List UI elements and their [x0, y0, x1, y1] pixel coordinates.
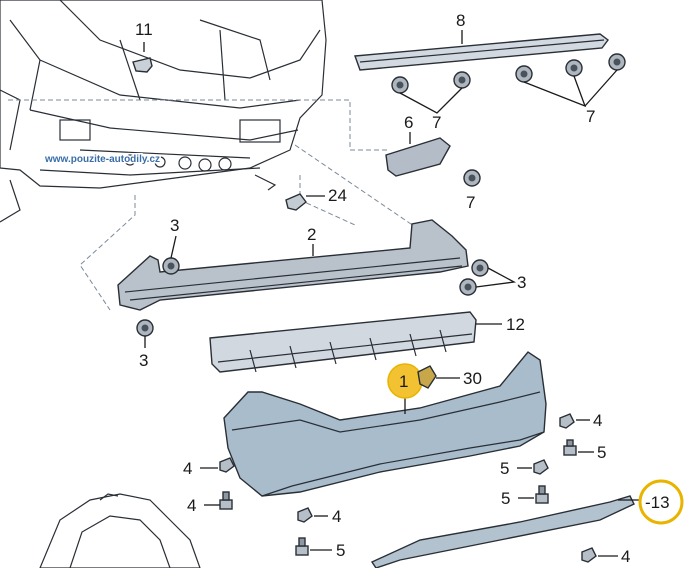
callout-24: 24 [328, 186, 347, 205]
callout-4-upper-right: 4 [593, 411, 602, 430]
callout-11: 11 [135, 20, 153, 39]
screw-part-5-mid-right [518, 485, 549, 504]
nut-part-3-upper [162, 235, 180, 275]
screw-part-4-bottom-right [581, 547, 618, 563]
callout-7-right: 7 [586, 107, 595, 126]
callout-3-upper-left: 3 [170, 216, 179, 235]
clip-part-30 [417, 365, 460, 389]
callout-1: 1 [399, 372, 408, 391]
callout-3-right: 3 [517, 273, 526, 292]
callout-5-left: 4 [187, 496, 196, 515]
screw-part-5-bottom-left [295, 537, 332, 556]
callout-5-mid-right: 5 [501, 489, 510, 508]
callout-11-bg [128, 18, 160, 42]
callout-4-bottom-right: 4 [621, 547, 630, 566]
watermark-outline: www.pouzite-autodily.cz [44, 154, 160, 165]
callout-13: -13 [645, 493, 670, 512]
nut-part-7-single [463, 169, 481, 187]
highlight-marker-part-13 [638, 479, 684, 525]
screw-part-4-upper-right [559, 413, 590, 429]
callout-6: 6 [404, 113, 413, 132]
screw-part-4-left [200, 457, 235, 473]
nuts-part-7-left [391, 71, 471, 114]
callout-4-left: 4 [183, 459, 192, 478]
callout-7-left: 7 [432, 113, 441, 132]
screw-part-5-left [204, 491, 233, 510]
callout-4-mid-right: 5 [500, 459, 509, 478]
reinforcement-beam-part-2 [117, 219, 469, 311]
bumper-cover-part-1 [223, 351, 547, 497]
callout-3-lower-left: 3 [139, 351, 148, 370]
nut-part-3-lower [136, 319, 154, 348]
nuts-part-7-right [515, 53, 626, 108]
callout-4-bottom-left: 4 [332, 507, 341, 526]
wheel-arch-liner [39, 493, 201, 568]
watermark-text: www.pouzite-autodily.cz [44, 154, 160, 165]
screw-part-5-upper-right [563, 439, 594, 456]
callout-5-bottom-left: 5 [336, 541, 345, 560]
lower-trim-part-13 [370, 495, 640, 568]
callout-8: 8 [456, 11, 465, 30]
screw-part-4-mid-right [517, 459, 549, 475]
callout-7-single: 7 [466, 193, 475, 212]
bracket-part-6 [385, 132, 451, 177]
upper-rail-part-8 [354, 30, 609, 71]
screw-part-4-bottom-left [297, 507, 328, 523]
callout-2: 2 [307, 225, 316, 244]
callout-30: 30 [463, 369, 482, 388]
nuts-part-3-right [459, 259, 517, 296]
absorber-part-12 [209, 311, 502, 373]
callout-5-upper-right: 5 [597, 443, 606, 462]
clip-part-24 [285, 193, 325, 211]
rear-body-shell [0, 0, 327, 223]
callout-12: 12 [506, 315, 525, 334]
